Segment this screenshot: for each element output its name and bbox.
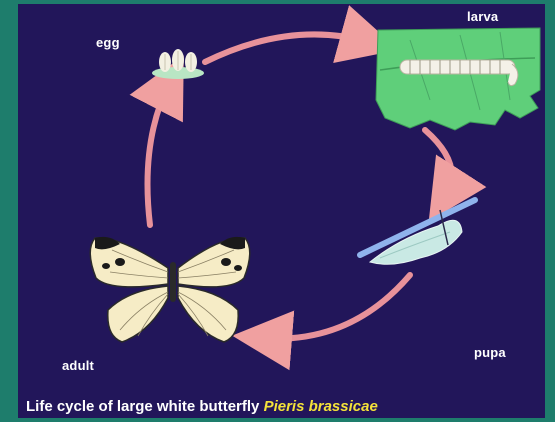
label-egg: egg (96, 35, 120, 50)
pupa-icon (360, 200, 475, 264)
caption-text: Life cycle of large white butterfly (26, 398, 264, 415)
caption: Life cycle of large white butterfly Pier… (26, 398, 555, 415)
caption-species: Pieris brassicae (264, 398, 378, 415)
arrow-adult-to-egg (148, 82, 171, 225)
arrow-larva-to-pupa (425, 130, 452, 196)
label-adult: adult (62, 358, 94, 373)
adult-butterfly-icon (90, 237, 250, 342)
larva-on-leaf-icon (376, 28, 540, 130)
arrow-pupa-to-adult (262, 275, 410, 339)
label-larva: larva (467, 9, 498, 24)
label-pupa: pupa (474, 345, 506, 360)
egg-cluster-icon (152, 49, 204, 79)
arrow-egg-to-larva (205, 34, 370, 62)
